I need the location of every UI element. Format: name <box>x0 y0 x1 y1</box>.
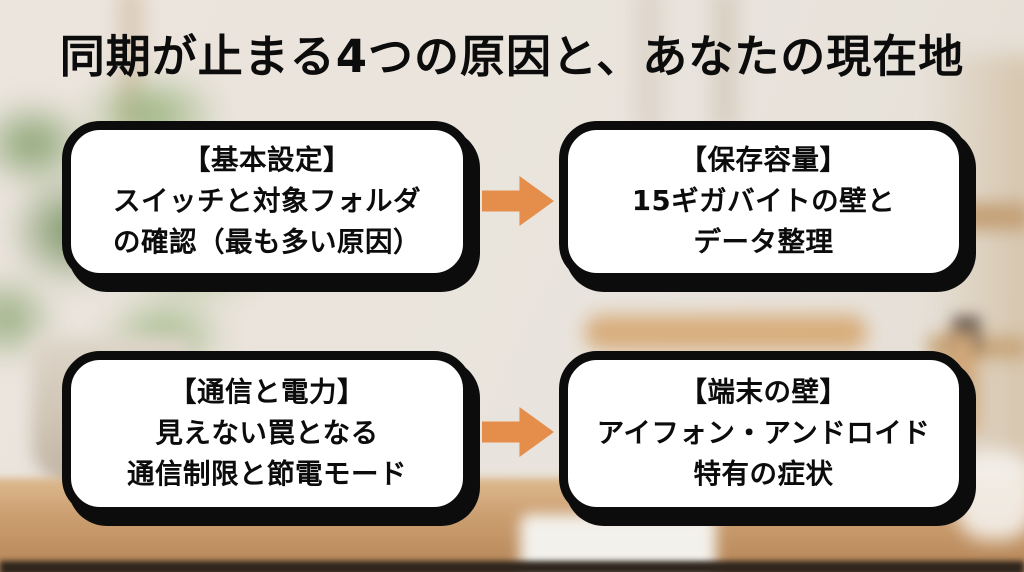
page-title: 同期が止まる4つの原因と、あなたの現在地 <box>59 30 965 83</box>
card-heading: 【通信と電力】 <box>169 376 365 409</box>
card-text-line: の確認（最も多い原因） <box>113 225 421 258</box>
card-text-line: 特有の症状 <box>693 457 834 490</box>
card-basic-settings: 【基本設定】 スイッチと対象フォルダ の確認（最も多い原因） <box>62 121 472 282</box>
card-heading: 【基本設定】 <box>183 144 351 177</box>
background-laptop <box>520 514 716 572</box>
background-chair-back <box>585 315 867 350</box>
card-heading: 【保存容量】 <box>679 144 848 177</box>
card-storage-capacity: 【保存容量】 15ギガバイトの壁と データ整理 <box>559 121 968 282</box>
card-text-line: 通信制限と節電モード <box>127 457 407 490</box>
background-desk-edge-shadow <box>0 561 1024 572</box>
card-device-wall: 【端末の壁】 アイフォン・アンドロイド 特有の症状 <box>559 351 968 516</box>
card-text-line: スイッチと対象フォルダ <box>113 185 421 218</box>
card-network-and-power: 【通信と電力】 見えない罠となる 通信制限と節電モード <box>62 351 472 516</box>
card-text-line: アイフォン・アンドロイド <box>596 417 931 450</box>
card-text-line: データ整理 <box>693 225 834 258</box>
right-arrow-icon <box>482 176 554 226</box>
card-heading: 【端末の壁】 <box>679 376 848 409</box>
background-shelf-object <box>953 316 980 352</box>
card-text-line: 15ギガバイトの壁と <box>631 185 896 218</box>
right-arrow-icon <box>482 407 554 457</box>
card-text-line: 見えない罠となる <box>155 417 379 450</box>
